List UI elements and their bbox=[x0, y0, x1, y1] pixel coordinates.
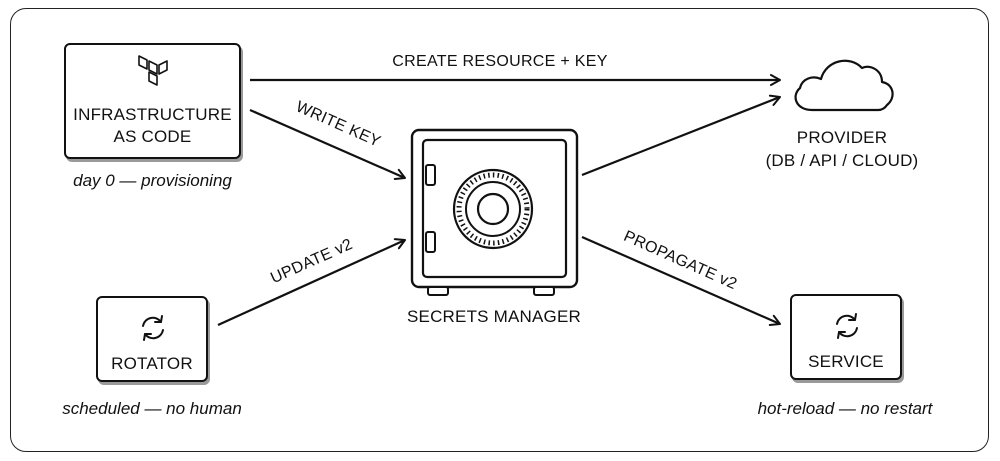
service-label: SERVICE bbox=[808, 352, 884, 371]
provider-label-line1: PROVIDER bbox=[796, 128, 888, 147]
refresh-icon bbox=[836, 313, 858, 339]
arrow-secrets-to-provider bbox=[581, 94, 781, 177]
iac-label-line2: AS CODE bbox=[113, 127, 192, 146]
arrow-write-key bbox=[249, 108, 406, 180]
cloud-icon bbox=[794, 59, 894, 112]
secrets-manager-label: SECRETS MANAGER bbox=[407, 307, 581, 326]
rotator-node: ROTATOR bbox=[96, 296, 208, 382]
provider-label-line2: (DB / API / CLOUD) bbox=[765, 151, 919, 170]
rotator-label: ROTATOR bbox=[111, 354, 193, 373]
iac-label-line1: INFRASTRUCTURE bbox=[73, 105, 232, 124]
arrow-update-v2 bbox=[217, 238, 406, 327]
arrow-propagate-v2 bbox=[581, 235, 781, 326]
diagram-frame bbox=[10, 8, 989, 452]
rotator-caption: scheduled — no human bbox=[62, 399, 242, 418]
iac-caption: day 0 — provisioning bbox=[73, 171, 232, 190]
service-node: SERVICE bbox=[790, 294, 902, 380]
safe-icon bbox=[410, 128, 579, 296]
iac-node: INFRASTRUCTURE AS CODE bbox=[64, 43, 241, 159]
edge-label-create-resource: CREATE RESOURCE + KEY bbox=[392, 53, 608, 70]
service-caption: hot-reload — no restart bbox=[757, 399, 933, 418]
refresh-icon bbox=[142, 315, 164, 341]
terraform-icon bbox=[138, 55, 168, 86]
